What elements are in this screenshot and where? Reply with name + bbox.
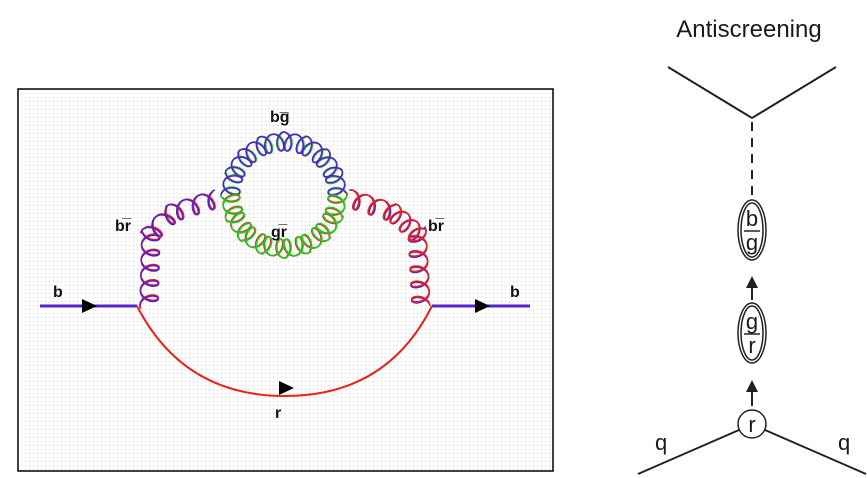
internal-quark-arc <box>136 305 433 398</box>
incoming-arrow-icon <box>82 299 97 313</box>
gluon-left-coil <box>139 191 216 309</box>
top-right-line <box>751 66 837 119</box>
antiscreening-title: Antiscreening <box>676 16 821 43</box>
label-loop-top: bg̅ <box>270 109 290 126</box>
label-incoming-b: b <box>53 284 63 301</box>
vertex-charge-label: r <box>748 412 755 437</box>
bottom-left-line <box>637 429 740 475</box>
label-internal-r: r <box>275 405 281 422</box>
outgoing-arrow-icon <box>475 299 490 313</box>
bubble2-top: g <box>746 309 758 334</box>
label-gluon-right: br̅ <box>428 217 445 235</box>
gluon-loop-upper-coil <box>220 131 348 196</box>
up-arrow-icon <box>746 380 758 392</box>
label-quark-right: q <box>838 430 850 455</box>
antiscreening-diagram: Antiscreening b g g r r <box>637 16 867 475</box>
up-arrow-icon <box>746 276 758 288</box>
bottom-right-line <box>764 429 867 475</box>
top-left-line <box>667 66 753 119</box>
color-bubble-b-g: b g <box>737 199 767 261</box>
label-gluon-left: br̅ <box>115 217 132 235</box>
gluon-right-coil <box>351 189 431 307</box>
internal-arrow-icon <box>279 381 294 395</box>
bubble1-top: b <box>746 206 758 231</box>
gluon-left-coil <box>139 189 216 307</box>
gluon-loop-lower-coil <box>220 194 348 259</box>
vertex-charge: r <box>737 409 767 439</box>
bubble2-bottom: r <box>748 333 755 358</box>
color-bubble-g-r: g r <box>737 302 767 364</box>
gluon-loop-diagram: b b br̅ br̅ bg̅ gr̅ r <box>17 88 554 472</box>
bubble1-bottom: g <box>746 230 758 255</box>
diagram-frame <box>17 88 554 472</box>
label-outgoing-b: b <box>510 284 520 301</box>
gluon-coils <box>139 131 431 309</box>
label-loop-center: gr̅ <box>271 223 288 241</box>
label-quark-left: q <box>655 430 667 455</box>
